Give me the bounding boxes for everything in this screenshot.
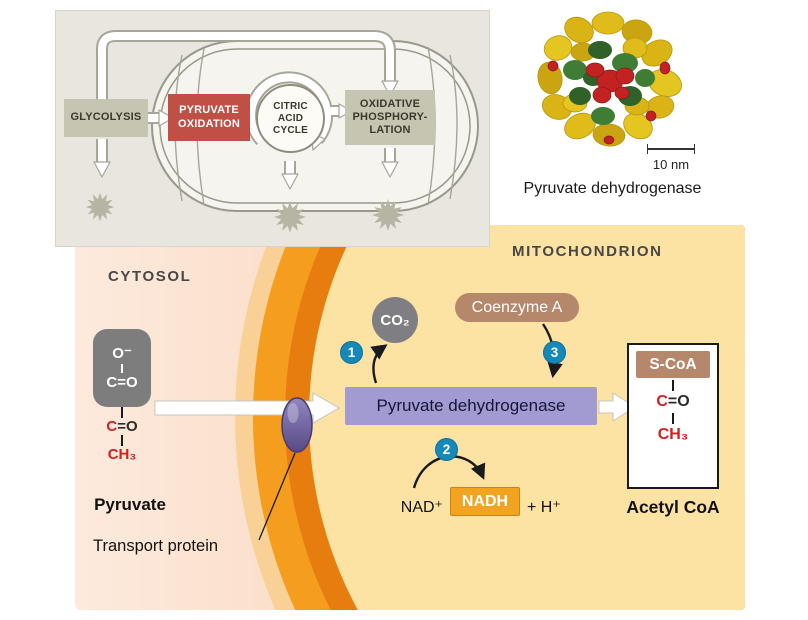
step-2-badge: 2 — [435, 438, 458, 461]
co2-arrow — [370, 344, 388, 384]
yellow-shell — [537, 11, 682, 147]
bond — [672, 413, 674, 425]
structure-caption: Pyruvate dehydrogenase — [523, 180, 702, 197]
bond — [121, 407, 123, 418]
oxidative-phosphorylation-box: OXIDATIVE PHOSPHORY-LATION — [345, 90, 435, 145]
co2-molecule: CO₂ — [372, 297, 418, 343]
glycolysis-box: GLYCOLYSIS — [64, 99, 148, 137]
bond — [672, 380, 674, 391]
green-core — [563, 41, 655, 125]
keto-group: C=O — [106, 418, 138, 435]
o-minus-group: O⁻ — [112, 345, 132, 363]
mitochondrion-label: MITOCHONDRION — [512, 243, 663, 260]
import-arrow — [154, 392, 341, 424]
pyruvate-label: Pyruvate — [94, 495, 166, 514]
coenzyme-a-pill: Coenzyme A — [455, 293, 579, 322]
carbonyl-group: C=O — [656, 393, 690, 410]
step-1-badge: 1 — [340, 341, 363, 364]
step-3-badge: 3 — [543, 341, 566, 364]
carboxyl-group-blob: O⁻ C=O — [93, 329, 151, 407]
protein-structure-figure: 10 nm Pyruvate dehydrogenase — [505, 8, 720, 213]
nad-label: NAD⁺ — [400, 499, 443, 516]
pyruvate-dehydrogenase-structure-art — [537, 11, 682, 147]
pyruvate-molecule: O⁻ C=O C=O CH₃ — [93, 329, 151, 464]
main-diagram-panel: CYTOSOL MITOCHONDRION CO₂ Coenzyme A 1 2… — [75, 225, 745, 610]
cellular-respiration-overview-inset: GLYCOLYSIS PYRUVATE OXIDATION CITRIC ACI… — [55, 10, 490, 247]
pyruvate-oxidation-box: PYRUVATE OXIDATION — [168, 94, 250, 141]
cytosol-label: CYTOSOL — [108, 268, 192, 285]
scale-bar — [647, 144, 695, 154]
red-subunits — [547, 60, 671, 145]
acetyl-coa-structure: S-CoA C=O CH₃ — [627, 343, 719, 489]
methyl-group: CH₃ — [657, 426, 689, 444]
bond — [121, 435, 123, 447]
pyruvate-dehydrogenase-box: Pyruvate dehydrogenase — [345, 387, 597, 425]
transport-protein — [281, 397, 313, 453]
acetyl-coa-label: Acetyl CoA — [626, 497, 720, 517]
inset-flow-arrows — [93, 30, 399, 190]
s-coa-tag: S-CoA — [636, 351, 710, 378]
methyl-group: CH₃ — [107, 446, 137, 464]
transport-protein-label: Transport protein — [93, 537, 219, 555]
carbonyl-group: C=O — [106, 373, 138, 391]
nadh-box: NADH — [450, 487, 520, 516]
plus-h-label: + H⁺ — [527, 499, 561, 516]
citric-acid-cycle-circle: CITRIC ACID CYCLE — [256, 84, 325, 153]
scale-bar-label: 10 nm — [652, 157, 690, 172]
bond — [121, 363, 123, 373]
product-arrow — [598, 392, 636, 422]
transport-pointer-line — [258, 452, 296, 541]
